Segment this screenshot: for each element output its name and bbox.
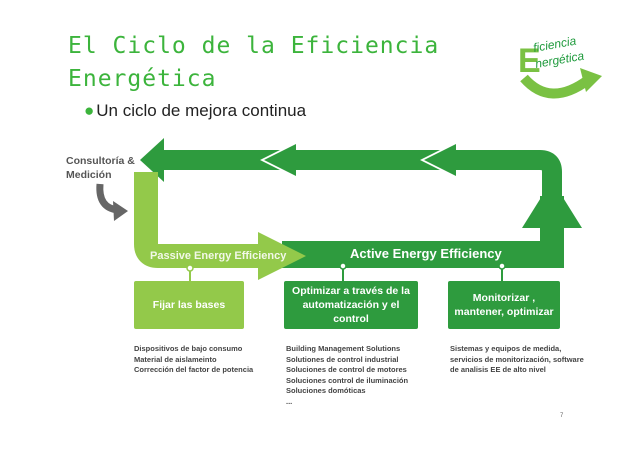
box-label: Fijar las bases [152,299,226,311]
active-band-corner [540,238,564,268]
top-band [160,150,562,200]
passive-band-label: Passive Energy Efficiency [150,250,287,262]
subtitle-text: Un ciclo de mejora continua [96,101,307,120]
box-optimizar: Optimizar a través de la automatización … [284,281,418,329]
right-up-arrow [522,180,582,228]
desc-list-1: Dispositivos de bajo consumo Material de… [134,344,274,376]
left-band [134,172,270,268]
desc-item: ... [286,396,293,406]
desc-item: Soluciones control de iluminación [286,375,409,385]
consulting-arrow-head [113,201,128,221]
logo-graphic: E ficiencia nergética [518,34,602,99]
desc-list-2: Building Management Solutions Solutiones… [286,344,436,407]
active-band [282,241,552,268]
box-monitorizar: Monitorizar , mantener, optimizar [448,281,560,329]
box-label: Optimizar a través de la automatización … [292,285,410,325]
page-number: 7 [560,413,564,419]
top-chevron-1-fill [264,144,296,176]
connector-3-dot [498,262,506,270]
desc-item: Soluciones domóticas [286,386,366,395]
active-band-label: Active Energy Efficiency [350,246,502,261]
connector-2-dot [339,262,347,270]
logo-swoosh [520,74,591,99]
consulting-label: Consultoría & Medición [66,155,135,181]
left-band-highlight [164,222,188,224]
logo-arrow-head [580,68,602,92]
desc-item: Building Management Solutions [286,344,401,353]
box-fijar-bases: Fijar las bases [134,281,244,329]
slide-subtitle: ●Un ciclo de mejora continua [84,101,306,121]
top-chevron-2-fill [424,144,456,176]
desc-item: Sistemas y equipos de medida, servicios … [450,344,584,374]
bullet-icon: ● [84,101,95,120]
eficiencia-energetica-logo: E ficiencia nergética [510,28,610,104]
passive-arrow-head [258,232,306,280]
top-left-arrow [140,138,164,182]
slide-title: El Ciclo de la Eficiencia Energética [68,33,440,92]
connector-1-dot [186,264,194,272]
desc-list-3: Sistemas y equipos de medida, servicios … [450,344,590,376]
logo-letter: E [518,42,541,80]
desc-item: Material de aislameinto [134,354,217,364]
desc-item: Soluciones de control de motores [286,365,407,374]
desc-item: Solutiones de control industrial [286,354,399,364]
desc-item: Corrección del factor de potencia [134,365,254,374]
desc-item: Dispositivos de bajo consumo [134,344,243,353]
box-label: Monitorizar , mantener, optimizar [454,292,554,318]
